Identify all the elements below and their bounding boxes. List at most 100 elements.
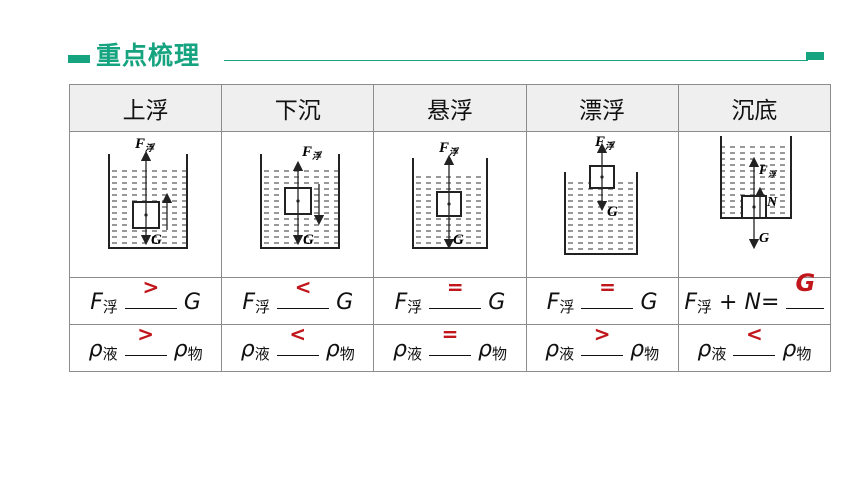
force-symbol: F (684, 290, 698, 315)
force-symbol: F (90, 290, 103, 315)
answer-text: = (599, 275, 616, 299)
answer-blank: > (581, 323, 624, 356)
liquid-subscript: 液 (254, 345, 270, 363)
diagram-row: F 浮 G F 浮 G (68, 131, 832, 278)
buoyancy-label: F (438, 140, 449, 156)
rho-symbol: ρ (630, 337, 645, 362)
force-cell: F浮 = G (525, 276, 679, 325)
answer-blank: > (124, 276, 177, 309)
buoyancy-label: F (758, 162, 768, 177)
diagram-cell-rising: F 浮 G (68, 131, 223, 278)
buoyancy-label: F (301, 144, 312, 160)
object-subscript: 物 (187, 345, 203, 363)
density-cell: ρ液 < ρ物 (221, 322, 375, 372)
force-subscript: 浮 (407, 298, 423, 316)
buoyancy-sub-label: 浮 (768, 170, 778, 179)
object-subscript: 物 (491, 345, 507, 363)
rho-symbol: ρ (697, 337, 712, 362)
sinking-diagram: F 浮 G (259, 144, 340, 249)
answer-blank: G (786, 271, 825, 309)
gravity-label: G (151, 232, 162, 248)
answer-text: > (593, 322, 611, 346)
gravity-symbol: G (183, 290, 201, 315)
suspended-diagram: F 浮 G (411, 140, 488, 250)
object-subscript: 物 (796, 345, 812, 363)
gravity-symbol: G (488, 290, 506, 315)
answer-blank: < (277, 276, 330, 309)
column-header: 下沉 (221, 84, 375, 132)
plus-sign: + (719, 290, 738, 315)
column-header: 悬浮 (373, 84, 527, 132)
density-cell: ρ液 = ρ物 (373, 323, 527, 372)
density-cell: ρ液 > ρ物 (525, 323, 679, 372)
rising-diagram: F 浮 G (107, 136, 188, 249)
force-symbol: F (546, 290, 560, 315)
liquid-subscript: 液 (559, 345, 575, 363)
answer-blank: = (581, 276, 634, 309)
header-marker (68, 55, 90, 63)
force-symbol: F (242, 290, 256, 315)
object-subscript: 物 (339, 345, 355, 363)
answer-blank: = (428, 323, 471, 356)
answer-text: < (745, 322, 763, 346)
rho-symbol: ρ (545, 337, 560, 362)
answer-text: > (142, 275, 160, 299)
rho-symbol: ρ (88, 337, 103, 362)
header-rule (224, 60, 808, 61)
buoyancy-sub-label: 浮 (605, 141, 616, 151)
density-relation-row: ρ液 > ρ物 ρ液 < ρ物 ρ液 = ρ物 ρ液 > ρ物 (68, 322, 832, 372)
force-relation-row: F浮 > G F浮 < G F浮 = G F浮 = G (68, 271, 832, 325)
answer-text: = (441, 322, 459, 346)
answer-text: = (446, 275, 464, 299)
answer-blank: = (429, 276, 482, 309)
answer-text: > (137, 322, 154, 346)
diagram-cell-bottom: F 浮 N G (677, 131, 832, 278)
support-symbol: N (744, 290, 761, 315)
force-subscript: 浮 (102, 298, 118, 316)
diagram-cell-suspended: F 浮 G (373, 131, 527, 278)
liquid-subscript: 液 (102, 345, 118, 363)
liquid-subscript: 液 (711, 345, 727, 363)
answer-text: < (294, 275, 312, 299)
buoyancy-sub-label: 浮 (449, 147, 460, 157)
column-header: 沉底 (677, 84, 832, 132)
section-title: 重点梳理 (96, 41, 201, 70)
gravity-label: G (759, 231, 769, 246)
table-header-row: 上浮 下沉 悬浮 漂浮 沉底 (68, 84, 832, 132)
force-cell: F浮 = G (373, 276, 527, 325)
gravity-label: G (607, 204, 618, 220)
gravity-symbol: G (336, 290, 354, 315)
force-subscript: 浮 (697, 298, 713, 316)
answer-text: < (289, 322, 307, 346)
object-subscript: 物 (644, 345, 660, 363)
rho-symbol: ρ (782, 337, 797, 362)
rho-symbol: ρ (477, 337, 492, 362)
force-subscript: 浮 (559, 298, 575, 316)
equals-sign: = (760, 290, 780, 315)
answer-text: G (795, 269, 816, 297)
liquid-subscript: 液 (406, 345, 422, 363)
rho-symbol: ρ (325, 337, 340, 362)
bottom-diagram: F 浮 N G (720, 136, 793, 250)
rho-symbol: ρ (392, 337, 407, 362)
density-cell: ρ液 > ρ物 (68, 323, 223, 372)
force-cell: F浮 + N= G (677, 271, 832, 325)
rho-symbol: ρ (240, 337, 255, 362)
buoyancy-label: F (134, 136, 145, 152)
header-end-marker (806, 52, 824, 60)
diagram-cell-sinking: F 浮 G (221, 131, 375, 278)
force-symbol: F (394, 290, 408, 315)
gravity-label: G (453, 232, 464, 248)
answer-blank: > (124, 323, 167, 356)
answer-blank: < (733, 323, 776, 356)
density-cell: ρ液 < ρ物 (677, 323, 832, 372)
gravity-label: G (303, 232, 314, 248)
buoyancy-sub-label: 浮 (312, 151, 323, 161)
force-subscript: 浮 (255, 298, 271, 316)
force-cell: F浮 < G (221, 276, 375, 325)
buoyancy-state-table: 上浮 下沉 悬浮 漂浮 沉底 (68, 84, 832, 372)
rho-symbol: ρ (173, 337, 188, 362)
floating-diagram: F 浮 G (564, 134, 639, 255)
gravity-symbol: G (640, 290, 658, 315)
diagram-cell-floating: F 浮 G (525, 131, 679, 278)
